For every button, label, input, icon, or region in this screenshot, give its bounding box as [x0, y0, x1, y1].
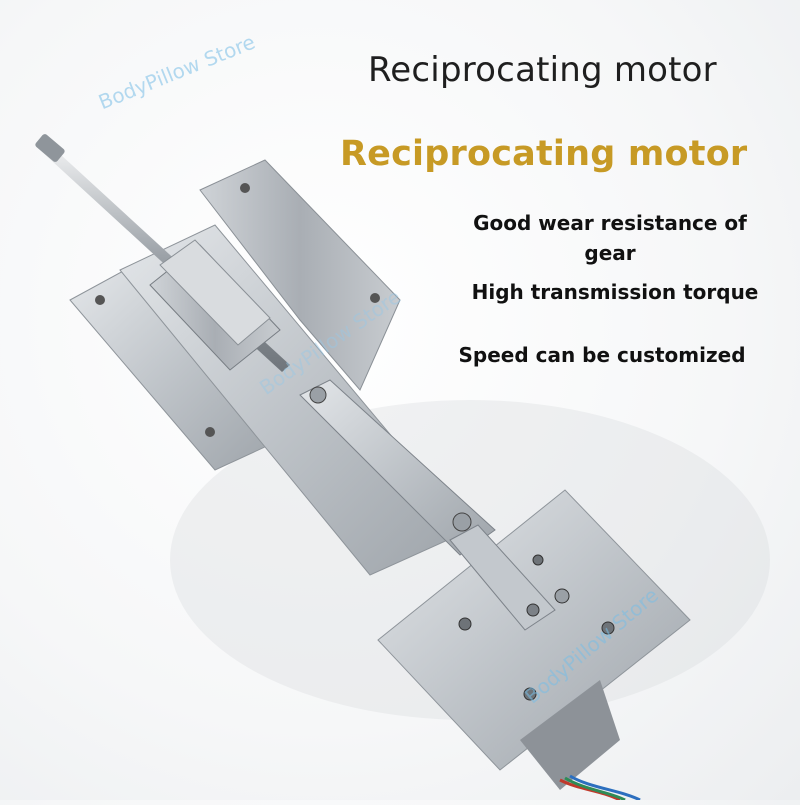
nut: [458, 617, 472, 631]
crank-arm: [449, 524, 556, 631]
nut: [523, 687, 537, 701]
connecting-arm: [299, 379, 496, 556]
arm-bolt: [309, 386, 327, 404]
bearing-top: [159, 239, 271, 346]
rod-end-nut: [35, 134, 65, 162]
wire-blue: [569, 774, 641, 802]
bolt-hole: [95, 295, 105, 305]
feature-speed: Speed can be customized: [458, 343, 746, 367]
page-title: Reciprocating motor: [368, 50, 717, 90]
bracket-plate: [199, 159, 401, 391]
wire-green: [564, 776, 626, 802]
crank-bolt: [554, 588, 570, 604]
bolt-hole: [205, 427, 215, 437]
motor-body: [520, 680, 620, 790]
feature-wear-resistance: Good wear resistance of gear: [473, 211, 747, 265]
bolt-hole: [240, 183, 250, 193]
nut: [601, 621, 615, 635]
nut: [532, 554, 544, 566]
wire-red: [559, 778, 621, 802]
arm-bolt: [452, 512, 472, 532]
product-subtitle: Reciprocating motor: [340, 134, 748, 174]
crank-nut: [526, 603, 540, 617]
base-plate: [377, 489, 691, 771]
bolt-hole: [370, 293, 380, 303]
feature-torque: High transmission torque: [471, 280, 759, 304]
